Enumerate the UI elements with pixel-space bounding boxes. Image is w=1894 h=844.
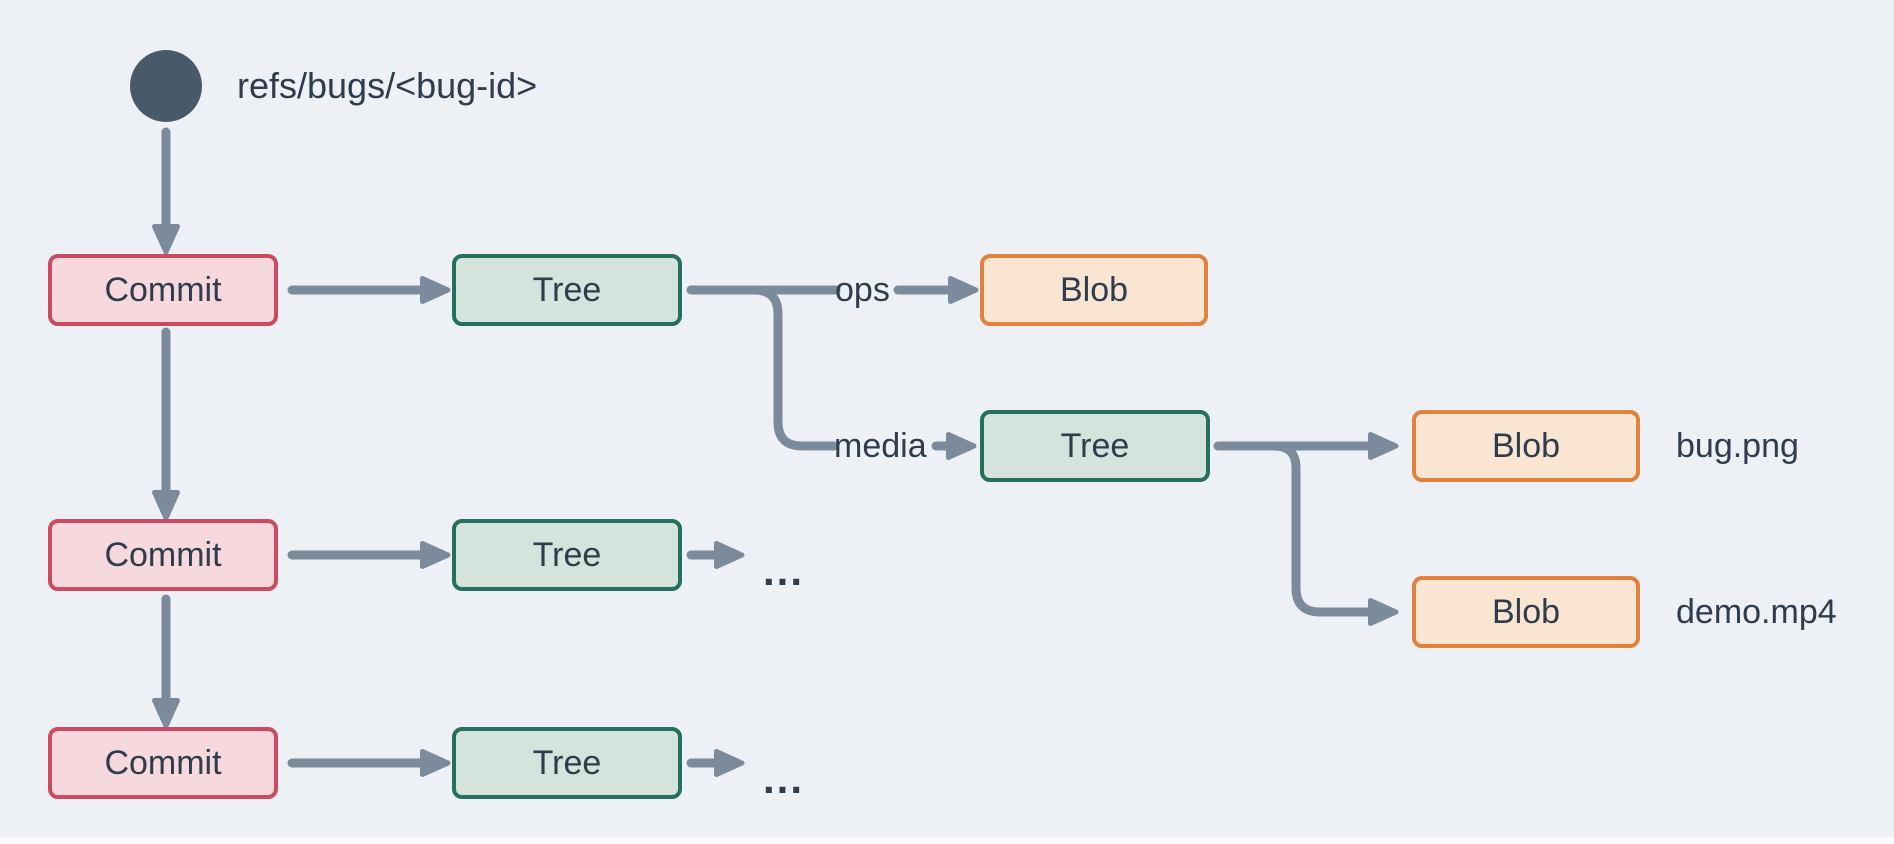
tree-node-3-label: Tree [532,743,602,782]
commit-node-1-label: Commit [104,270,222,309]
commit-node-2: Commit [48,519,278,591]
file-annotation-bug-png: bug.png [1676,426,1799,465]
curve-mediatree-to-blob-demo [1269,441,1399,626]
tree-node-2: Tree [452,519,682,591]
blob-node-demo-label: Blob [1491,592,1561,631]
ref-circle [130,50,202,122]
tree-node-media: Tree [980,410,1210,482]
blob-node-bug: Blob [1412,410,1640,482]
file-annotation-demo-mp4: demo.mp4 [1676,592,1837,631]
tree-node-1-label: Tree [532,270,602,309]
tree-node-2-label: Tree [532,535,602,574]
ellipsis-tree2: ... [763,547,805,594]
commit-node-3-label: Commit [104,743,222,782]
commit-node-1: Commit [48,254,278,326]
blob-node-ops-label: Blob [1059,270,1129,309]
curve-tree1-to-media-label [749,285,839,451]
blob-node-demo: Blob [1412,576,1640,648]
footer-strip [0,837,1894,844]
edge-label-ops: ops [835,270,890,309]
ellipsis-tree3: ... [763,755,805,802]
commit-node-3: Commit [48,727,278,799]
commit-node-2-label: Commit [104,535,222,574]
tree-node-3: Tree [452,727,682,799]
ref-label: refs/bugs/<bug-id> [237,65,538,106]
tree-node-media-label: Tree [1060,426,1130,465]
blob-node-bug-label: Blob [1491,426,1561,465]
edge-label-media: media [834,426,927,465]
blob-node-ops: Blob [980,254,1208,326]
tree-node-1: Tree [452,254,682,326]
